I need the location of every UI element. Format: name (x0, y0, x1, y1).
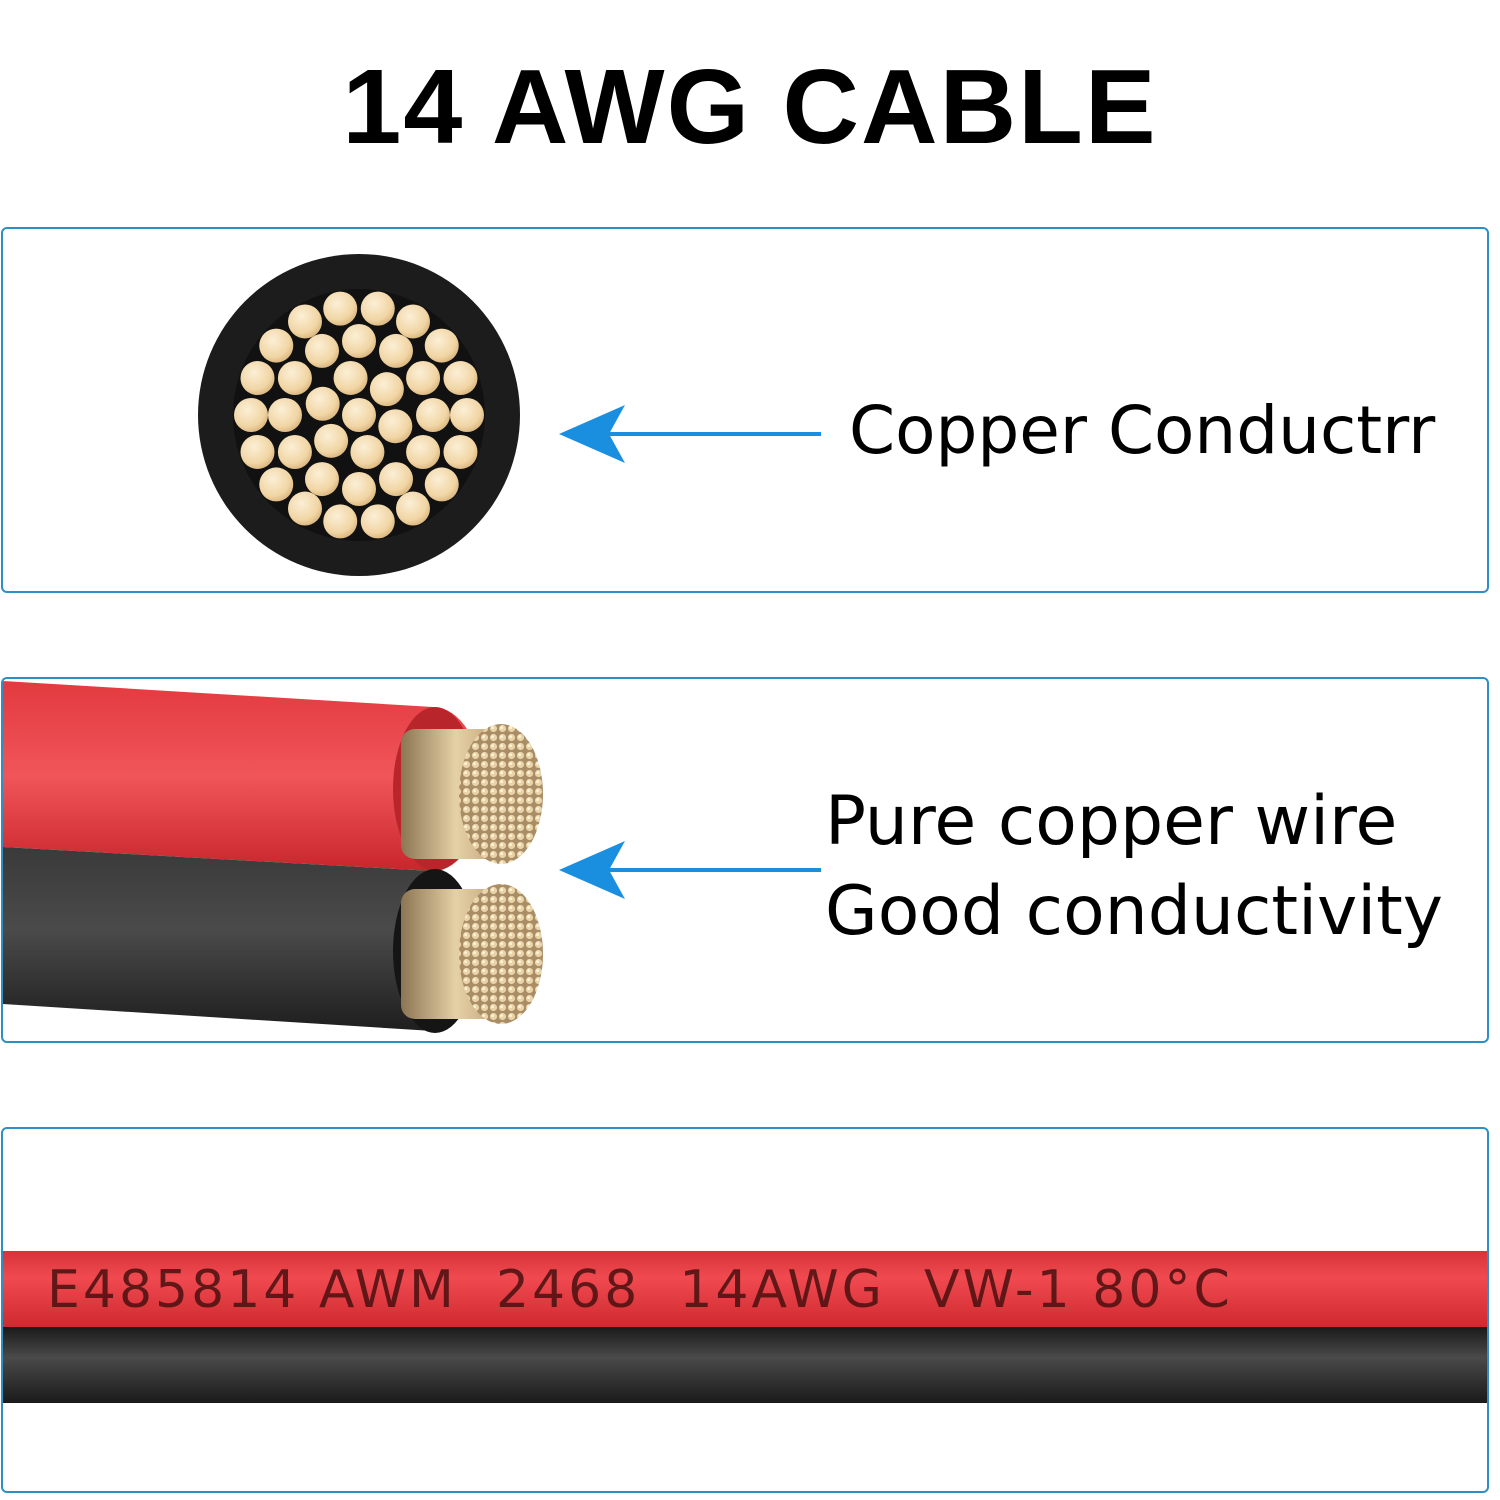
copper-strand (443, 361, 478, 396)
copper-strand (259, 328, 294, 363)
copper-strand (342, 472, 376, 506)
page-title: 14 AWG CABLE (342, 48, 1158, 166)
copper-strand (268, 398, 302, 432)
cable-cross-section (198, 254, 520, 576)
cable-print-panel: E485814 AWM 2468 14AWG VW-1 80°C (1, 1127, 1489, 1493)
copper-strand (424, 328, 459, 363)
copper-strand (379, 333, 413, 368)
copper-strand (396, 304, 430, 339)
wire-ends-panel: Pure copper wire Good conductivity (1, 677, 1489, 1043)
copper-strand (277, 361, 312, 395)
copper-strand (369, 372, 404, 407)
copper-strand (443, 434, 478, 469)
copper-strand (360, 291, 395, 326)
copper-strand (406, 435, 441, 469)
twin-wire-illustration (3, 681, 543, 1033)
copper-strand (342, 324, 376, 358)
flat-cable-illustration (3, 1251, 1487, 1403)
arrow-left-icon (559, 841, 821, 899)
copper-strand (323, 504, 358, 539)
copper-strand (240, 434, 275, 469)
copper-strand (305, 386, 340, 421)
copper-strand (424, 467, 459, 502)
copper-strand (305, 462, 339, 497)
copper-strand (259, 467, 294, 502)
copper-strand (277, 435, 312, 469)
cross-section-panel: Copper Conductrr (1, 227, 1489, 593)
copper-strand (379, 462, 413, 497)
pure-copper-label: Pure copper wire (825, 782, 1398, 861)
copper-strand (240, 361, 275, 396)
copper-strand (314, 423, 349, 458)
copper-strand (450, 398, 484, 432)
copper-strand (396, 491, 430, 526)
copper-strand (378, 409, 413, 444)
copper-strand (305, 333, 339, 368)
copper-strand (333, 360, 368, 395)
copper-strand (342, 398, 376, 432)
arrow-left-icon (559, 405, 821, 463)
copper-strand (234, 398, 268, 432)
copper-strand (360, 504, 395, 539)
good-conductivity-label: Good conductivity (825, 872, 1444, 951)
copper-strand (350, 435, 385, 470)
copper-strand (288, 304, 322, 339)
copper-strand (416, 398, 450, 432)
copper-strand (288, 491, 322, 526)
cable-print-text: E485814 AWM 2468 14AWG VW-1 80°C (47, 1260, 1233, 1320)
copper-conductor-label: Copper Conductrr (849, 392, 1436, 469)
copper-strand (323, 291, 358, 326)
copper-strand (406, 361, 441, 395)
